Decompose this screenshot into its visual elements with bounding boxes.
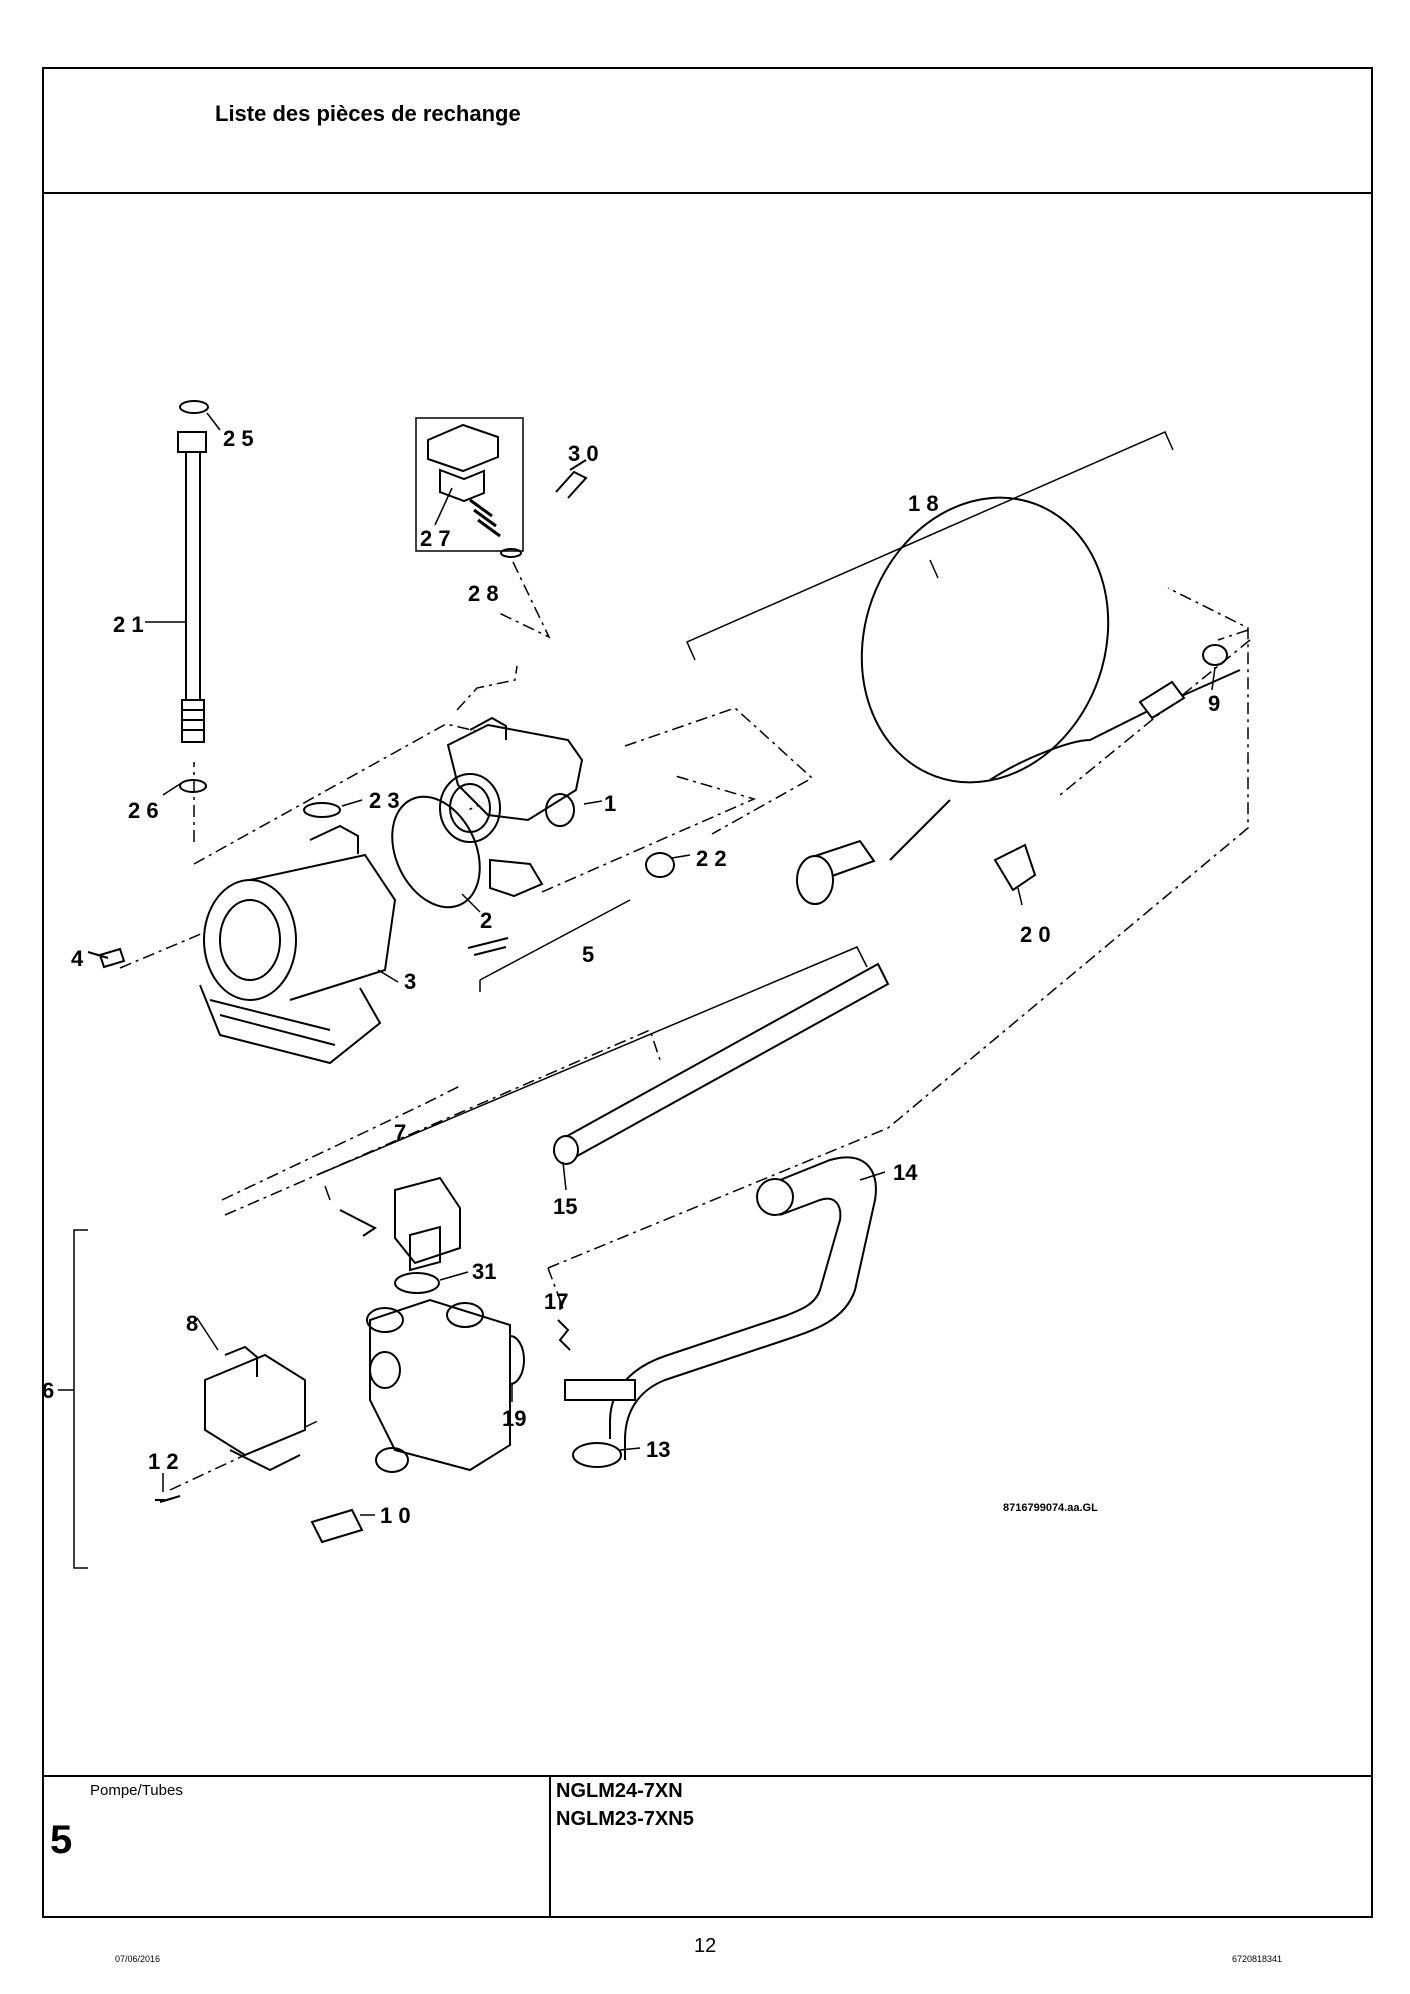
section-number: 5 xyxy=(50,1818,73,1862)
air-vent-27 xyxy=(427,423,522,558)
drawing-reference: 8716799074.aa.GL xyxy=(1003,1502,1098,1514)
footer-block-separator xyxy=(549,1775,551,1918)
callout-17: 17 xyxy=(544,1289,568,1314)
hydraulic-block xyxy=(366,1298,511,1473)
pump-motor-3 xyxy=(199,824,397,1065)
screw-12 xyxy=(155,1495,181,1503)
callout-15: 15 xyxy=(553,1194,577,1219)
ring-22 xyxy=(645,852,675,878)
header-divider xyxy=(42,192,1373,194)
callout-22: 2 2 xyxy=(696,846,727,871)
callout-19: 19 xyxy=(502,1406,526,1431)
clip-30 xyxy=(555,459,588,499)
callout-18: 1 8 xyxy=(908,491,939,516)
section-name: Pompe/Tubes xyxy=(90,1782,183,1799)
model-name-1: NGLM24-7XN xyxy=(556,1780,683,1802)
callout-26: 2 6 xyxy=(128,798,159,823)
callout-21: 2 1 xyxy=(113,612,144,637)
callout-1: 1 xyxy=(604,791,616,816)
washer-25 xyxy=(179,400,209,414)
valve-7 xyxy=(339,1176,461,1272)
callout-12: 1 2 xyxy=(148,1449,179,1474)
callout-28: 2 8 xyxy=(468,581,499,606)
corrugated-hose-15 xyxy=(553,962,890,1165)
washer-26 xyxy=(179,779,207,793)
callout-10: 1 0 xyxy=(380,1503,411,1528)
gas-valve-8 xyxy=(204,1345,306,1472)
page-frame xyxy=(42,67,1373,1918)
pump-housing-1 xyxy=(439,716,584,898)
callout-7: 7 xyxy=(394,1120,406,1145)
o-ring-2 xyxy=(391,795,481,909)
sensor-cap xyxy=(796,855,834,905)
callout-14: 14 xyxy=(893,1160,918,1185)
washer-9 xyxy=(1202,644,1228,666)
callout-13: 13 xyxy=(646,1437,670,1462)
callout-5: 5 xyxy=(582,942,594,967)
tube-14 xyxy=(564,1156,877,1460)
washer-13 xyxy=(572,1442,622,1468)
group-bracket-6 xyxy=(73,1229,88,1569)
screw-4 xyxy=(87,947,126,969)
washer-31 xyxy=(394,1272,440,1294)
callout-25: 2 5 xyxy=(223,426,254,451)
document-number: 6720818341 xyxy=(1232,1954,1283,1964)
footer-date: 07/06/2016 xyxy=(115,1954,161,1964)
page-title: Liste des pièces de rechange xyxy=(215,101,521,126)
footer-block-divider xyxy=(42,1775,1373,1777)
callout-31: 31 xyxy=(472,1259,496,1284)
model-name-2: NGLM23-7XN5 xyxy=(556,1808,694,1830)
sensor-cable-18 xyxy=(860,496,1241,861)
callout-27: 2 7 xyxy=(420,526,451,551)
gasket-23 xyxy=(303,802,341,818)
fitting-10 xyxy=(310,1508,364,1544)
page-number: 12 xyxy=(694,1935,717,1957)
callout-6: 6 xyxy=(42,1378,54,1403)
pipe-21 xyxy=(177,431,207,743)
clip-20 xyxy=(993,843,1037,892)
callout-8: 8 xyxy=(186,1311,198,1336)
callout-9: 9 xyxy=(1208,691,1220,716)
kit-box-27 xyxy=(415,417,524,552)
clip-17 xyxy=(557,1319,571,1351)
callout-30: 3 0 xyxy=(568,441,599,466)
callout-2: 2 xyxy=(480,908,492,933)
callout-4: 4 xyxy=(71,946,84,971)
callout-3: 3 xyxy=(404,969,416,994)
callout-20: 2 0 xyxy=(1020,922,1051,947)
screw-5 xyxy=(467,937,509,956)
callout-23: 2 3 xyxy=(369,788,400,813)
